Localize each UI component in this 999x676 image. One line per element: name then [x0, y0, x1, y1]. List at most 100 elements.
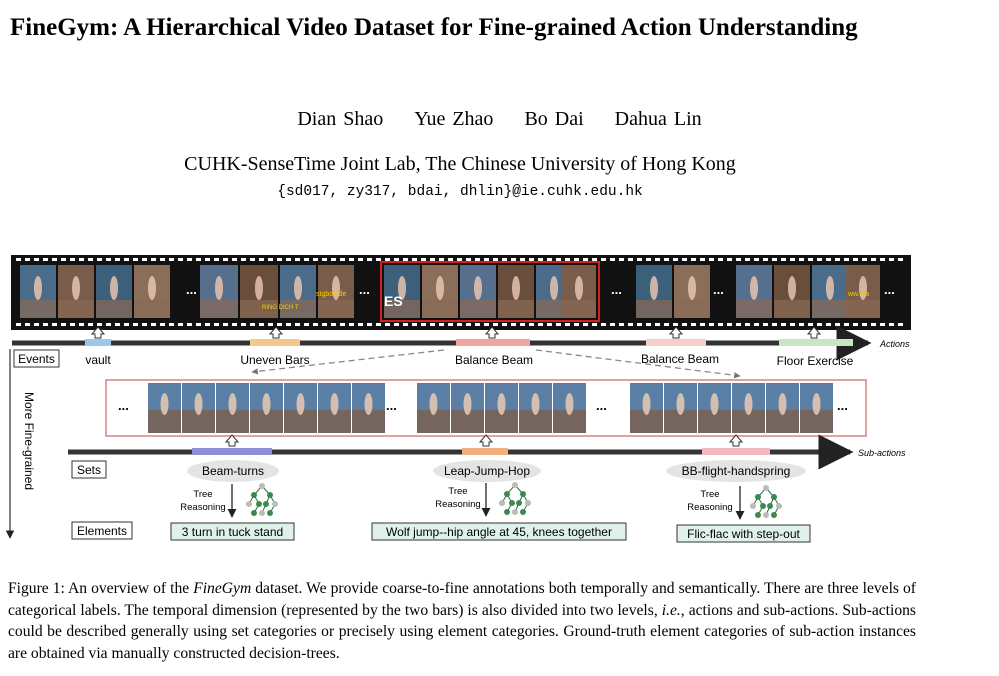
video-frame-floor — [200, 300, 238, 318]
tree-node — [763, 512, 769, 518]
events-row: Events vault Uneven Bars Balance Beam Ba… — [13, 349, 854, 368]
sprocket-hole — [826, 258, 831, 261]
sprocket-hole — [754, 258, 759, 261]
tree-node — [272, 501, 278, 507]
sprocket-hole — [709, 258, 714, 261]
subaction-segment — [462, 448, 508, 455]
sprocket-hole — [232, 258, 237, 261]
tree-node — [750, 503, 756, 509]
sprocket-hole — [637, 323, 642, 326]
sprocket-hole — [457, 258, 462, 261]
video-frame-floor — [636, 300, 672, 318]
sprocket-hole — [709, 323, 714, 326]
video-frame-floor — [846, 300, 880, 318]
actions-label: Actions — [879, 339, 910, 349]
sprocket-hole — [736, 258, 741, 261]
sprocket-hole — [61, 258, 66, 261]
gymnast-figure — [330, 393, 339, 415]
actions-timeline: Actions — [12, 325, 910, 361]
sprocket-hole — [250, 258, 255, 261]
subaction-frame-floor — [182, 410, 215, 433]
tree-node — [259, 483, 265, 489]
sprocket-hole — [160, 258, 165, 261]
sprocket-hole — [124, 258, 129, 261]
sprocket-hole — [475, 258, 480, 261]
sprocket-hole — [187, 258, 192, 261]
sprocket-hole — [448, 258, 453, 261]
sprocket-hole — [655, 323, 660, 326]
sprocket-hole — [358, 323, 363, 326]
sprocket-hole — [52, 323, 57, 326]
sprocket-hole — [583, 323, 588, 326]
sprocket-hole — [385, 323, 390, 326]
element-label: Flic-flac with step-out — [687, 527, 800, 541]
sprocket-hole — [385, 258, 390, 261]
gymnast-figure — [474, 276, 482, 300]
frame-watermark: ww.sta — [847, 291, 869, 298]
film-ellipsis: ... — [186, 282, 197, 297]
event-label-vault: vault — [85, 353, 111, 367]
sprocket-hole — [646, 323, 651, 326]
caption-ie: i.e. — [661, 601, 681, 619]
sprocket-hole — [727, 258, 732, 261]
gymnast-figure — [160, 393, 169, 415]
sprocket-hole — [313, 323, 318, 326]
video-frame-floor — [674, 300, 710, 318]
gymnast-figure — [859, 276, 867, 300]
tree-node — [499, 500, 505, 506]
tree-node — [259, 510, 265, 516]
sprocket-hole — [277, 258, 282, 261]
sprocket-hole — [97, 323, 102, 326]
gymnast-figure — [262, 393, 271, 415]
sprocket-hole — [736, 323, 741, 326]
tree-node — [516, 500, 522, 506]
up-arrow-icon — [484, 326, 500, 339]
tree-node — [763, 485, 769, 491]
set-label: Beam-turns — [202, 464, 264, 478]
tree-node — [520, 491, 526, 497]
figure-caption: Figure 1: An overview of the FineGym dat… — [8, 578, 916, 664]
sprocket-hole — [70, 258, 75, 261]
highlight-box — [380, 261, 600, 322]
gymnast-figure — [812, 393, 821, 415]
subaction-segment — [192, 448, 272, 455]
event-label-uneven-bars: Uneven Bars — [240, 353, 309, 367]
sprocket-hole — [835, 323, 840, 326]
sprocket-hole — [619, 323, 624, 326]
sprocket-hole — [745, 323, 750, 326]
film-ellipsis: ... — [713, 282, 724, 297]
sprocket-hole — [187, 323, 192, 326]
sprocket-hole — [574, 258, 579, 261]
sprocket-hole — [421, 323, 426, 326]
sprocket-hole — [241, 258, 246, 261]
sprocket-hole — [610, 258, 615, 261]
sprocket-hole — [214, 323, 219, 326]
sprocket-hole — [664, 323, 669, 326]
sprocket-hole — [880, 258, 885, 261]
sprocket-hole — [502, 323, 507, 326]
sub-ellipsis: ... — [596, 398, 607, 413]
gymnast-figure — [788, 276, 796, 300]
sprocket-hole — [277, 323, 282, 326]
sprocket-hole — [547, 323, 552, 326]
sprocket-hole — [511, 258, 516, 261]
sprocket-hole — [817, 323, 822, 326]
sprocket-hole — [718, 323, 723, 326]
subaction-frames-box: ... ... ... ... — [105, 379, 867, 437]
gymnast-figure — [228, 393, 237, 415]
gymnast-figure — [398, 276, 406, 300]
gymnast-figure — [778, 393, 787, 415]
up-arrow-icon — [224, 434, 240, 447]
sprocket-hole — [223, 323, 228, 326]
reasoning-label: Reasoning — [435, 499, 480, 510]
sprocket-hole — [817, 258, 822, 261]
event-segment — [250, 339, 300, 346]
sprocket-hole — [655, 258, 660, 261]
caption-prefix: Figure 1: An overview of the — [8, 580, 194, 597]
sprocket-hole — [250, 323, 255, 326]
sprocket-hole — [196, 258, 201, 261]
gymnast-figure — [688, 276, 696, 300]
tree-node — [267, 492, 273, 498]
gymnast-figure — [463, 393, 472, 415]
sprocket-hole — [889, 258, 894, 261]
